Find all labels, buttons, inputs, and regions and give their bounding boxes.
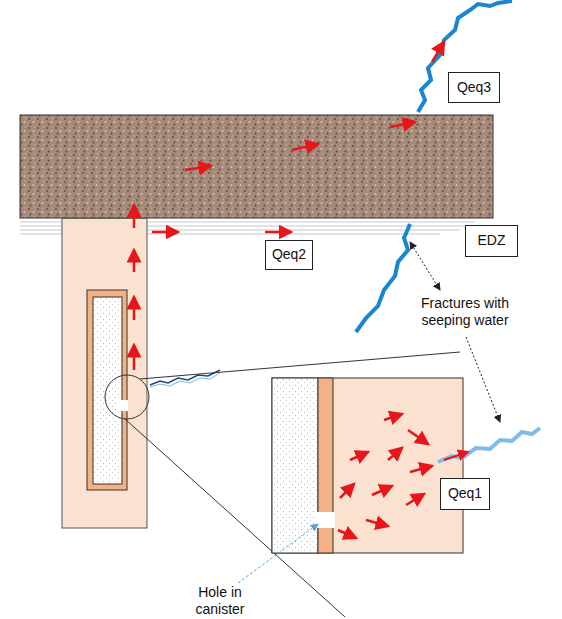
flow-label: Qeq3 bbox=[457, 80, 491, 95]
flow-label: EDZ bbox=[478, 233, 506, 248]
flow-label: Qeq2 bbox=[272, 247, 306, 262]
annotation-text: Fractures with seeping water bbox=[400, 295, 530, 329]
flow-label: Qeq1 bbox=[448, 486, 482, 501]
flow-label-box: Qeq1 bbox=[440, 478, 490, 510]
flow-label-box: Qeq3 bbox=[448, 72, 500, 103]
flow-label-box: Qeq2 bbox=[265, 240, 313, 270]
annotation-text: Hole in canister bbox=[175, 584, 265, 618]
flow-label-box: EDZ bbox=[465, 225, 518, 257]
